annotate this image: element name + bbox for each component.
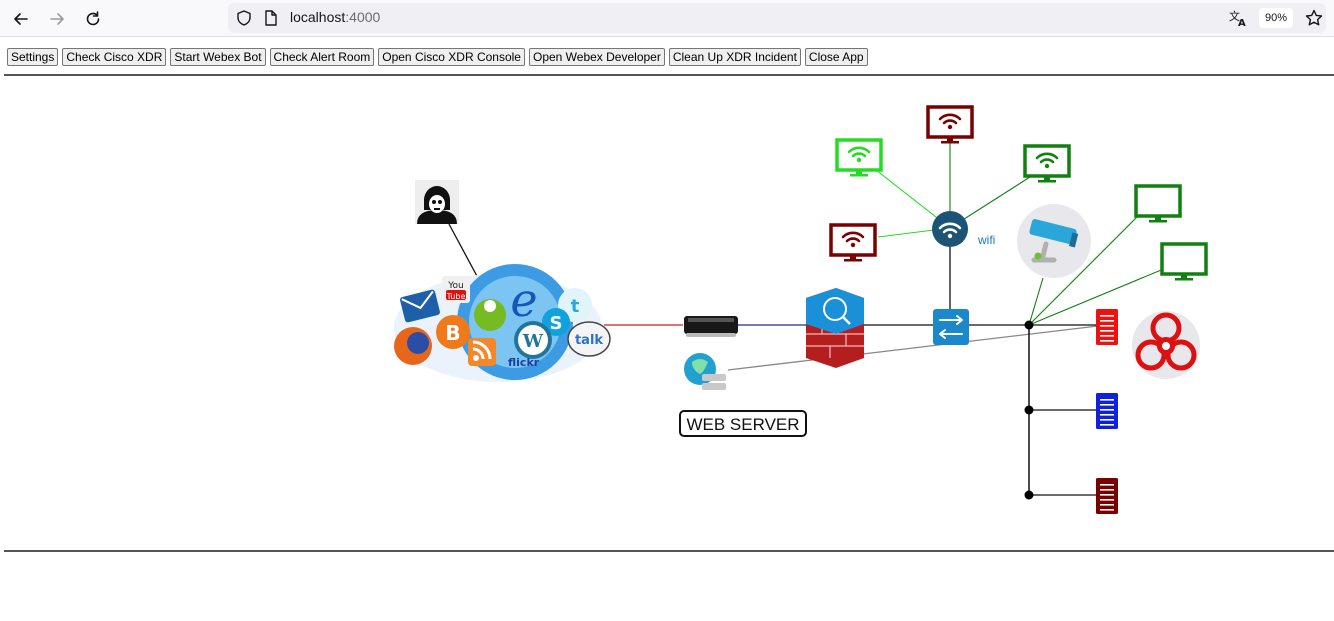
webserver-server-link bbox=[727, 325, 1099, 371]
web-server-label: WEB SERVER bbox=[686, 415, 799, 434]
talk-label: talk bbox=[575, 333, 603, 348]
bottom-divider bbox=[4, 550, 1334, 552]
page-icon bbox=[263, 9, 279, 31]
monitor-icon[interactable] bbox=[1160, 242, 1208, 283]
blogger-icon bbox=[436, 315, 470, 349]
svg-text:W: W bbox=[522, 331, 544, 352]
hacker-icon[interactable] bbox=[415, 180, 459, 224]
monitor-icon[interactable] bbox=[1134, 184, 1182, 225]
svg-text:A: A bbox=[1238, 18, 1246, 28]
server-icon-blue[interactable] bbox=[1096, 393, 1118, 429]
youtube-you-text: You bbox=[447, 281, 464, 291]
web-server-icon[interactable] bbox=[684, 353, 726, 390]
hacker-link bbox=[448, 223, 479, 279]
check-alert-room-button[interactable]: Check Alert Room bbox=[269, 48, 375, 66]
server-icon-red[interactable] bbox=[1096, 309, 1118, 345]
wireless-monitor-icon[interactable] bbox=[829, 223, 877, 264]
messenger-icon bbox=[474, 299, 506, 331]
youtube-tube-text: Tube bbox=[446, 292, 466, 301]
wifi-label: wifi bbox=[977, 233, 995, 247]
talk-icon bbox=[567, 321, 611, 357]
wireless-monitor-icon[interactable] bbox=[1023, 144, 1071, 185]
wireless-monitor-icon[interactable] bbox=[835, 138, 883, 179]
youtube-icon: You Tube bbox=[442, 276, 470, 303]
open-webex-developer-button[interactable]: Open Webex Developer bbox=[528, 48, 665, 66]
clean-up-xdr-incident-button[interactable]: Clean Up XDR Incident bbox=[668, 48, 801, 66]
mail-icon bbox=[400, 289, 440, 323]
start-webex-bot-button[interactable]: Start Webex Bot bbox=[170, 48, 266, 66]
svg-text:S: S bbox=[550, 313, 563, 334]
web-server-label-box bbox=[679, 410, 807, 437]
open-cisco-xdr-console-button[interactable]: Open Cisco XDR Console bbox=[378, 48, 525, 66]
ie-icon: e bbox=[510, 273, 537, 327]
url-port: :4000 bbox=[345, 9, 381, 25]
wireless-monitor-icon[interactable] bbox=[926, 105, 974, 146]
forward-arrow-icon[interactable] bbox=[44, 6, 70, 32]
check-cisco-xdr-button[interactable]: Check Cisco XDR bbox=[62, 48, 167, 66]
zoom-level-badge[interactable]: 90% bbox=[1259, 8, 1293, 28]
malware-biohazard-icon[interactable] bbox=[1132, 311, 1200, 379]
router-icon[interactable] bbox=[684, 316, 738, 337]
reload-icon[interactable] bbox=[80, 6, 106, 32]
url-host: localhost bbox=[290, 9, 346, 25]
bookmark-star-icon[interactable] bbox=[1304, 8, 1324, 32]
svg-text:t: t bbox=[571, 296, 580, 317]
rss-icon bbox=[468, 338, 496, 366]
skype-icon bbox=[542, 308, 570, 336]
back-arrow-icon[interactable] bbox=[8, 6, 34, 32]
url-text[interactable]: localhost:4000 bbox=[290, 9, 380, 25]
app-toolbar: Settings Check Cisco XDR Start Webex Bot… bbox=[7, 48, 868, 67]
network-switch-icon[interactable] bbox=[933, 309, 969, 345]
firewall-icon[interactable] bbox=[806, 288, 864, 368]
internet-cloud-icon[interactable]: You Tube B e t S W flickr talk bbox=[394, 264, 611, 382]
svg-text:文: 文 bbox=[1229, 9, 1240, 23]
close-app-button[interactable]: Close App bbox=[804, 48, 868, 66]
wifi-access-point-icon[interactable] bbox=[932, 211, 968, 247]
settings-button[interactable]: Settings bbox=[7, 48, 59, 66]
server-icon-darkred[interactable] bbox=[1096, 478, 1118, 514]
top-divider bbox=[4, 74, 1334, 76]
security-camera-icon[interactable] bbox=[1017, 204, 1091, 278]
shield-icon[interactable] bbox=[235, 9, 253, 31]
svg-text:B: B bbox=[445, 321, 460, 345]
flickr-label: flickr bbox=[508, 356, 540, 369]
